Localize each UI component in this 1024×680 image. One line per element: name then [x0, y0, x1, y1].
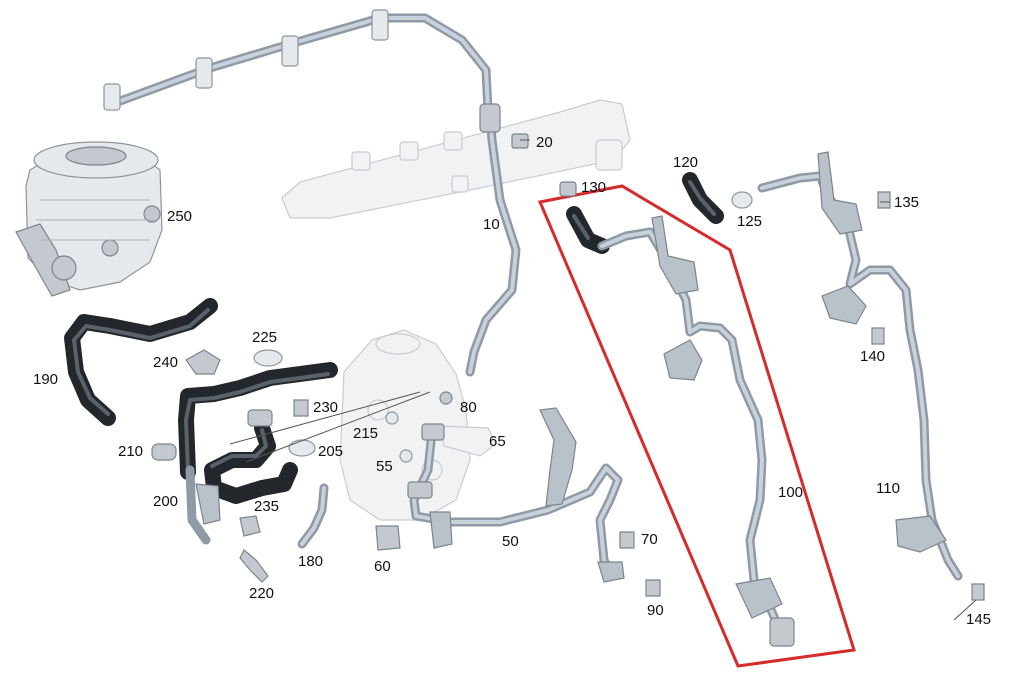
hose-200: [178, 362, 338, 545]
label-200: 200: [153, 493, 178, 510]
fuel-rail-assembly: [103, 9, 631, 377]
label-130: 130: [581, 179, 606, 196]
bolt-80: [439, 391, 453, 405]
bolt-145: [971, 583, 985, 601]
pipe-50: [407, 407, 625, 583]
bolt-230: [293, 399, 309, 417]
oring-215: [385, 411, 399, 425]
fuel-filter-250: [15, 141, 163, 297]
rail-feed-line: [107, 13, 493, 115]
injector-stub: [371, 9, 389, 41]
bolt-135: [877, 191, 891, 209]
label-55: 55: [376, 458, 393, 475]
label-250: 250: [167, 208, 192, 225]
highlight-box: [537, 184, 856, 668]
label-205: 205: [318, 443, 343, 460]
oring-55: [399, 449, 413, 463]
label-135: 135: [894, 194, 919, 211]
label-190: 190: [33, 371, 58, 388]
bolt-90: [645, 579, 661, 597]
label-90: 90: [647, 602, 664, 619]
label-65: 65: [489, 433, 506, 450]
label-60: 60: [374, 558, 391, 575]
label-235: 235: [254, 498, 279, 515]
pipe-100: [597, 227, 789, 645]
clamp-225: [253, 349, 283, 367]
high-pressure-rail: [281, 99, 631, 219]
seal-65: [439, 425, 497, 457]
label-140: 140: [860, 348, 885, 365]
clamp-125: [731, 191, 753, 209]
label-230: 230: [313, 399, 338, 416]
label-110: 110: [876, 480, 900, 497]
label-145: 145: [966, 611, 991, 628]
injector-stub: [103, 83, 121, 111]
bolt-70: [619, 531, 635, 549]
label-240: 240: [153, 354, 178, 371]
clamp-210: [151, 443, 177, 461]
sensor-220: [239, 549, 269, 583]
label-50: 50: [502, 533, 519, 550]
label-210: 210: [118, 443, 143, 460]
label-120: 120: [673, 154, 698, 171]
label-180: 180: [298, 553, 323, 570]
clamp-205: [288, 439, 316, 457]
injector-stub: [195, 57, 213, 89]
pipe-110-group: [757, 151, 963, 581]
label-125: 125: [737, 213, 762, 230]
label-80: 80: [460, 399, 477, 416]
fitting-130: [559, 181, 577, 197]
high-pressure-pump: [229, 329, 471, 521]
label-225: 225: [252, 329, 277, 346]
sensor-60: [375, 525, 401, 551]
clamp-240: [185, 349, 221, 375]
pipe-100-group: [566, 206, 795, 647]
bolt-235: [239, 515, 261, 537]
label-20: 20: [536, 134, 553, 151]
bolt-140: [871, 327, 885, 345]
label-220: 220: [249, 585, 274, 602]
injector-stub: [281, 35, 299, 67]
label-215: 215: [353, 425, 378, 442]
label-100: 100: [778, 484, 803, 501]
label-70: 70: [641, 531, 658, 548]
hose-190: [64, 298, 218, 426]
label-10: 10: [483, 216, 500, 233]
clip-20: [511, 133, 529, 149]
